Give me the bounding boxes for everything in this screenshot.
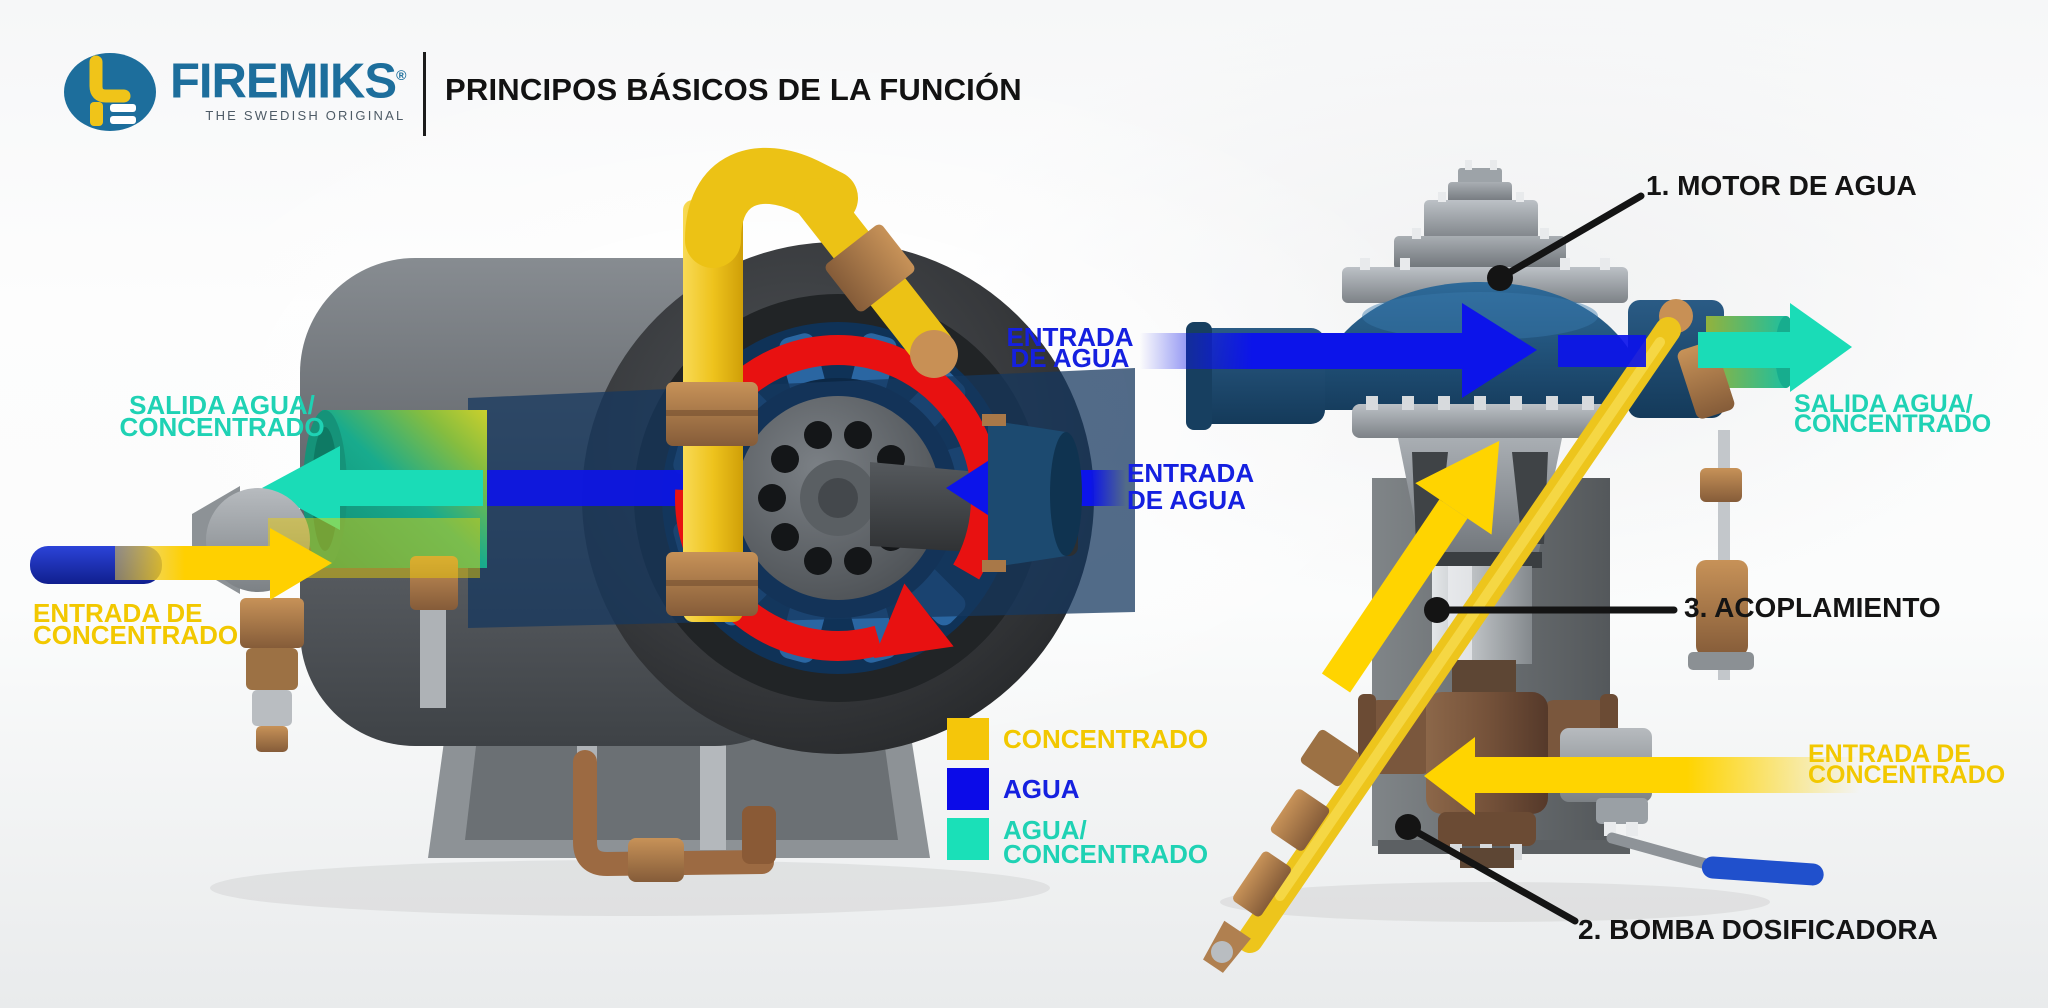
- callout-dots: [1395, 265, 1513, 840]
- label-water-inlet-left: ENTRADA DE AGUA: [1127, 460, 1254, 514]
- water-inlet-pipe: [982, 414, 1082, 572]
- callout-dot-motor: [1487, 265, 1513, 291]
- left-machine: [30, 147, 1135, 882]
- label-line: ENTRADA: [1006, 322, 1134, 352]
- label-outlet-left: SALIDA AGUA/ CONCENTRADO: [104, 390, 340, 442]
- legend: CONCENTRADO AGUA AGUA/ CONCENTRADO: [947, 718, 1208, 874]
- concentrate-diagonal-pipe: [1203, 317, 1681, 973]
- leader-line-pump: [1404, 823, 1579, 925]
- callout-pump: 2. BOMBA DOSIFICADORA: [1578, 914, 1938, 945]
- drain-valve: [1560, 728, 1824, 886]
- label-line: DE AGUA: [1127, 485, 1246, 515]
- label-concentrate-inlet-right: ENTRADA DE CONCENTRADO: [1808, 740, 2006, 789]
- registered-mark: ®: [396, 67, 406, 83]
- legend-label-water: AGUA: [1003, 774, 1080, 804]
- mix-outlet-arrow-right-machine: [1698, 303, 1852, 392]
- label-line: ENTRADA DE: [33, 598, 203, 628]
- right-machine: [1140, 160, 1860, 973]
- label-line: CONCENTRADO: [119, 412, 325, 442]
- label-line: CONCENTRADO: [33, 620, 239, 650]
- brand-logo: FIREMIKS® THE SWEDISH ORIGINAL: [62, 50, 406, 134]
- label-line: CONCENTRADO: [1808, 761, 2006, 789]
- label-line: ENTRADA: [1127, 458, 1255, 488]
- brand-name: FIREMIKS®: [170, 54, 406, 109]
- copper-pipe: [573, 750, 774, 876]
- callout-leaders: [1404, 192, 1678, 925]
- ring-bolts: [1366, 396, 1594, 410]
- mix-outlet-arrow-left-machine: [262, 446, 483, 530]
- concentrate-inlet-arrow-left-machine: [30, 518, 480, 600]
- label-line: SALIDA AGUA/: [1794, 390, 1973, 418]
- label-water-inlet-right: ENTRADA DE AGUA: [1000, 322, 1140, 373]
- legend-label-concentrate: CONCENTRADO: [1003, 724, 1209, 754]
- legend-item-mix: AGUA/ CONCENTRADO: [947, 815, 1209, 869]
- label-line: CONCENTRADO: [1794, 410, 1992, 438]
- copper-valve: [628, 838, 684, 882]
- flange-studs: [1360, 160, 1610, 270]
- callout-coupling: 3. ACOPLAMIENTO: [1684, 592, 1941, 623]
- label-line: ENTRADA DE: [1808, 740, 1971, 768]
- label-line: CONCENTRADO: [1003, 839, 1209, 869]
- callout-dot-coupling: [1424, 597, 1450, 623]
- legend-item-water: AGUA: [947, 768, 1208, 810]
- brand-tagline: THE SWEDISH ORIGINAL: [205, 108, 406, 124]
- legend-item-concentrate: CONCENTRADO: [947, 718, 1208, 760]
- leader-line-motor: [1496, 192, 1645, 282]
- mix-swatch: [947, 818, 989, 860]
- legend-label-mix: AGUA/ CONCENTRADO: [1003, 815, 1209, 869]
- concentrate-up-arrow: [1321, 440, 1500, 693]
- concentrate-inlet-arrow-right-machine: [1424, 737, 1860, 815]
- valve-handle: [1701, 856, 1824, 886]
- callout-motor: 1. MOTOR DE AGUA: [1646, 170, 1917, 201]
- firemiks-logo-icon: [64, 53, 156, 131]
- water-swatch: [947, 768, 989, 810]
- concentrate-swatch: [947, 718, 989, 760]
- label-line: AGUA/: [1003, 815, 1087, 845]
- label-line: SALIDA AGUA/: [129, 390, 315, 420]
- label-concentrate-inlet-left: ENTRADA DE CONCENTRADO: [33, 598, 239, 650]
- label-line: DE AGUA: [1010, 343, 1130, 373]
- floor-shadows: [210, 860, 1770, 922]
- water-inlet-arrow-right-machine: [1140, 303, 1646, 398]
- page-title: PRINCIPOS BÁSICOS DE LA FUNCIÓN: [445, 72, 1022, 107]
- concentrate-top-pipe: [666, 147, 958, 622]
- callout-dot-pump: [1395, 814, 1421, 840]
- label-outlet-right: SALIDA AGUA/ CONCENTRADO: [1794, 390, 1992, 438]
- header-divider: [423, 52, 426, 136]
